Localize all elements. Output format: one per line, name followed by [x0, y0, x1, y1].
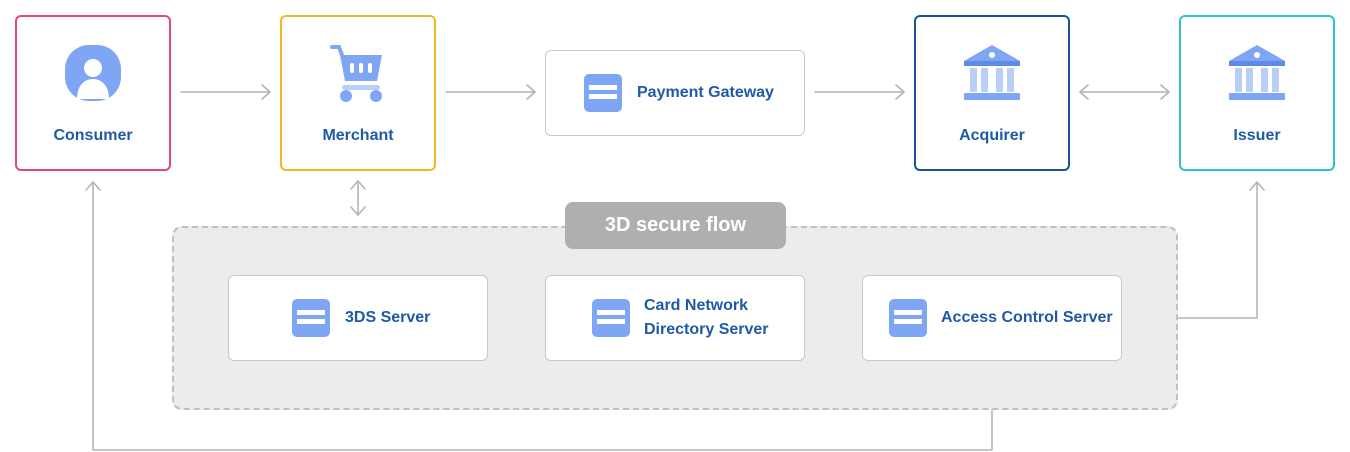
three-ds-server-node: 3DS Server: [228, 275, 488, 361]
directory-server-label: Card Network Directory Server: [644, 294, 769, 342]
server-icon: [889, 299, 927, 337]
three-ds-server-label: 3DS Server: [345, 309, 431, 326]
access-control-server-label: Access Control Server: [941, 309, 1113, 326]
user-icon: [63, 43, 123, 103]
directory-server-node: Card Network Directory Server: [545, 275, 805, 361]
arrow-merchant-secure-flow-bidirectional: [350, 180, 366, 216]
consumer-node: Consumer: [15, 15, 171, 171]
acquirer-node: Acquirer: [914, 15, 1070, 171]
access-control-server-node: Access Control Server: [862, 275, 1122, 361]
directory-server-label-line1: Card Network: [644, 297, 749, 314]
bank-icon: [962, 43, 1022, 103]
bank-icon: [1227, 43, 1287, 103]
shopping-cart-icon: [328, 43, 388, 103]
arrow-merchant-to-gateway: [445, 84, 536, 100]
acquirer-label: Acquirer: [959, 127, 1025, 144]
payment-gateway-label: Payment Gateway: [637, 84, 774, 101]
consumer-label: Consumer: [53, 127, 133, 144]
arrow-consumer-to-merchant: [180, 84, 271, 100]
server-icon: [584, 74, 622, 112]
secure-flow-title: 3D secure flow: [565, 202, 786, 249]
arrow-gateway-to-acquirer: [814, 84, 905, 100]
issuer-node: Issuer: [1179, 15, 1335, 171]
merchant-label: Merchant: [322, 127, 394, 144]
server-icon: [292, 299, 330, 337]
payment-gateway-node: Payment Gateway: [545, 50, 805, 136]
directory-server-label-line2: Directory Server: [644, 321, 769, 338]
server-icon: [592, 299, 630, 337]
merchant-node: Merchant: [280, 15, 436, 171]
issuer-label: Issuer: [1233, 127, 1281, 144]
arrow-acquirer-issuer-bidirectional: [1079, 84, 1170, 100]
